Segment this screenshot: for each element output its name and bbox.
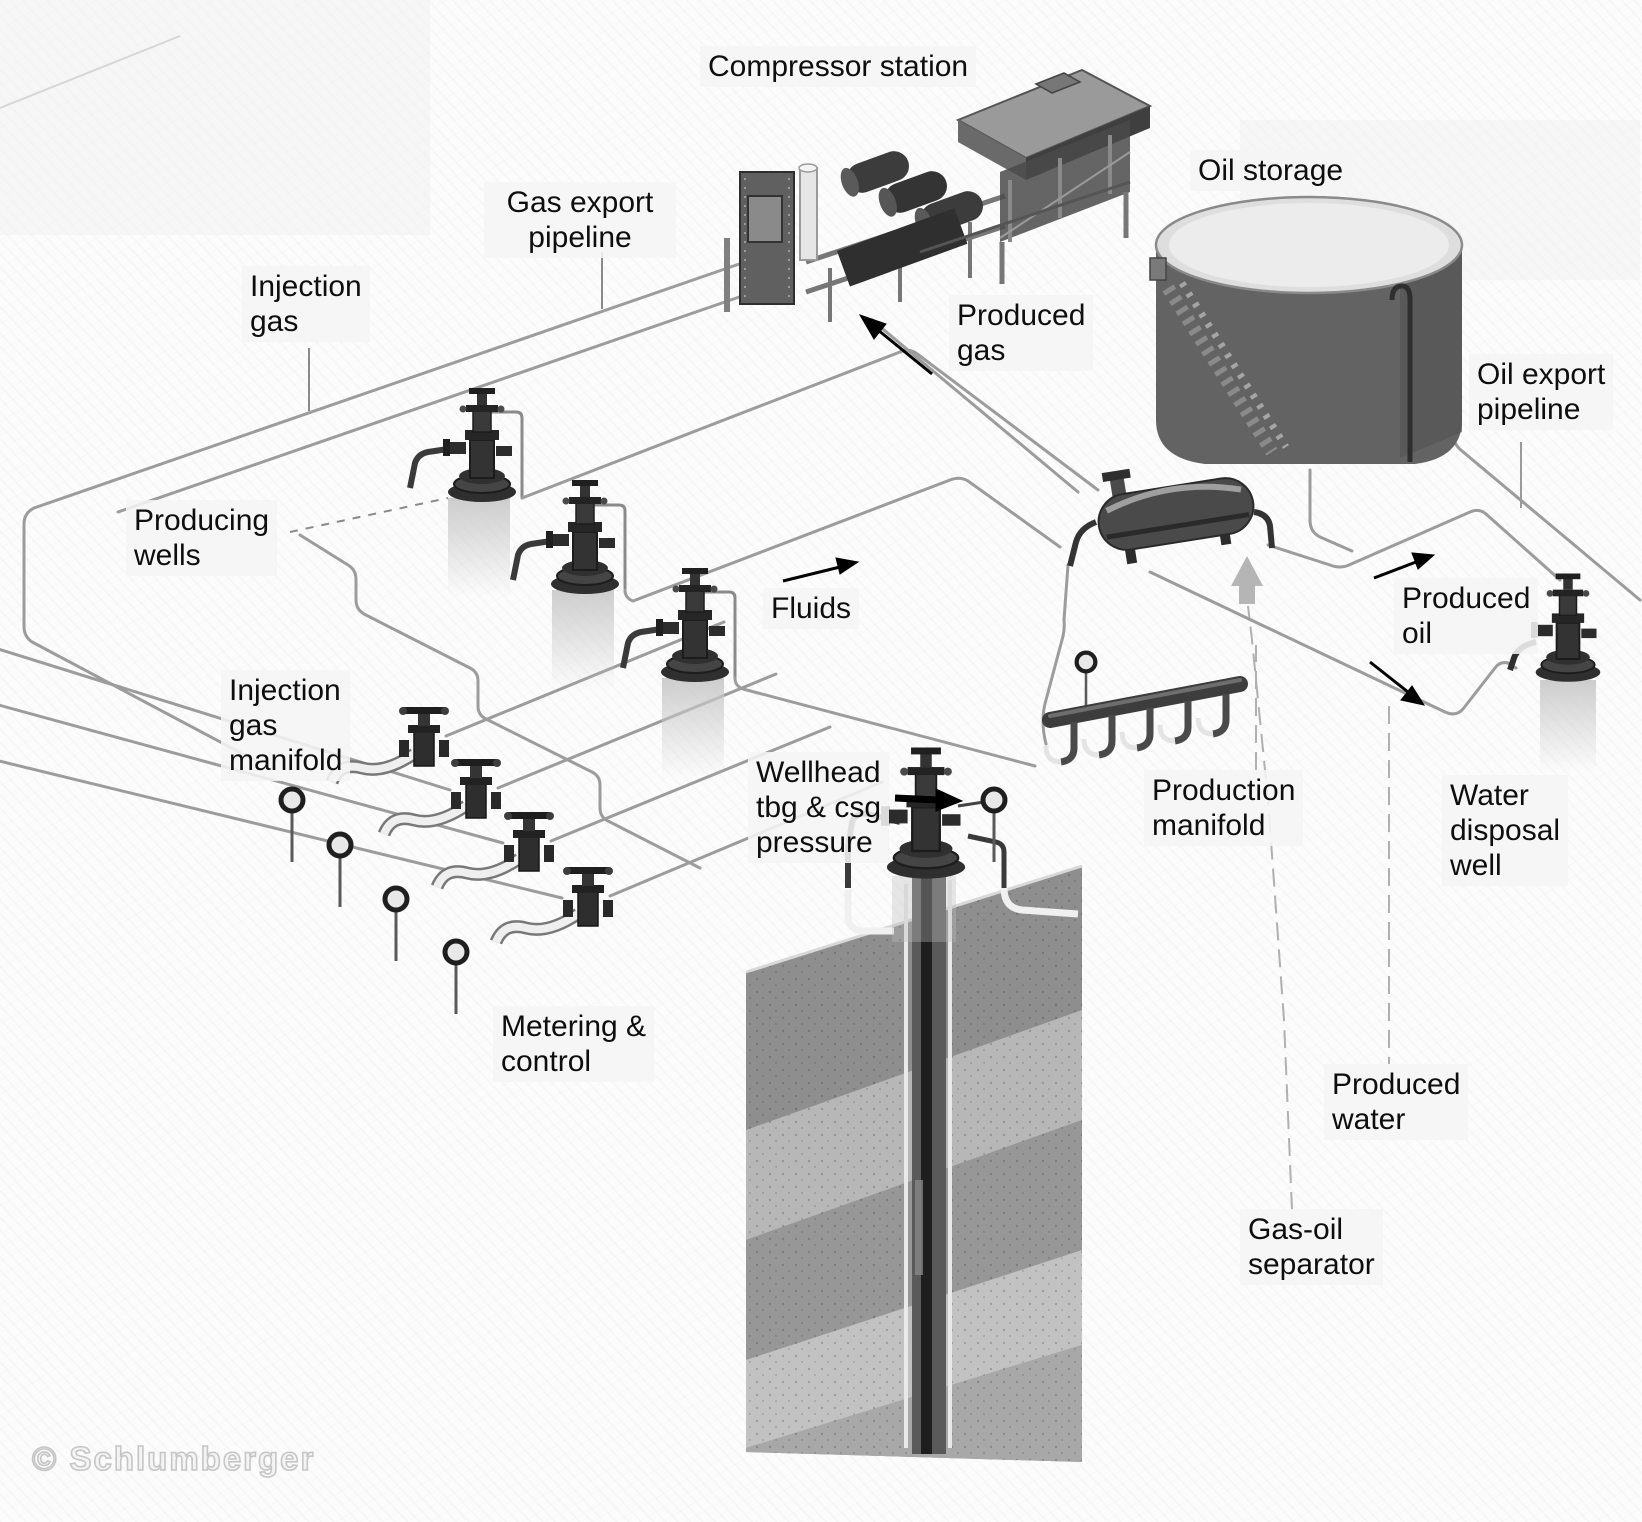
compressor-station-icon: [724, 68, 1153, 322]
schlumberger-watermark: © Schlumberger: [31, 1439, 316, 1478]
production-manifold-icon: [1042, 653, 1248, 766]
label-producing-wells: Producing wells: [126, 500, 278, 576]
produced-oil-arrow-icon: [1373, 552, 1436, 580]
background-patch: [0, 0, 430, 235]
oil-storage-tank-icon: [1149, 195, 1464, 464]
produced-water-pipe: [1148, 570, 1518, 716]
produced-oil-pipe: [1266, 508, 1562, 582]
label-compressor-station: Compressor station: [700, 46, 977, 87]
flow-arrows: [782, 314, 1436, 812]
wellhead-pressure-arrow-icon: [894, 788, 964, 812]
label-produced-gas: Produced gas: [949, 295, 1094, 371]
flowline-staircase: [298, 533, 702, 870]
label-metering-control: Metering & control: [493, 1006, 655, 1082]
label-produced-oil: Produced oil: [1394, 578, 1539, 654]
label-gas-export-pipeline: Gas export pipeline: [484, 182, 676, 258]
fluids-arrow-icon: [782, 557, 860, 583]
label-injection-gas: Injection gas: [242, 266, 370, 342]
gas-oil-separator-icon: [1067, 468, 1275, 604]
leader-lines: [289, 252, 1522, 1211]
oil-export-pipeline-pipe: [1450, 398, 1642, 602]
injection-gas-pipe: [116, 293, 747, 514]
produced-water-arrow-icon: [1369, 660, 1426, 706]
label-oil-storage: Oil storage: [1190, 150, 1352, 191]
wellhead-shadows: [448, 498, 1596, 942]
label-fluids: Fluids: [763, 588, 860, 629]
wellbore-cross-section-icon: [745, 852, 1083, 1462]
produced-gas-pipe: [870, 318, 1080, 494]
label-injection-gas-manifold: Injection gas manifold: [221, 670, 351, 781]
gas-export-pipeline-pipe: [22, 260, 747, 764]
label-wellhead-pressure: Wellhead tbg & csg pressure: [748, 752, 890, 863]
producing-wellhead-icon: [620, 567, 730, 683]
produced-gas-arrow-icon: [858, 314, 933, 376]
label-water-disposal-well: Water disposal well: [1442, 775, 1569, 886]
producing-wellhead-icon: [407, 387, 517, 503]
producing-wellhead-icon: [510, 479, 620, 595]
label-gas-oil-separator: Gas-oil separator: [1240, 1209, 1383, 1285]
fluids-trunk-lower: [733, 676, 1037, 768]
separator-pointer-arrow: [1231, 556, 1263, 604]
background-line: [0, 35, 181, 109]
label-production-manifold: Production manifold: [1144, 770, 1304, 846]
label-produced-water: Produced water: [1324, 1064, 1469, 1140]
label-oil-export-pipeline: Oil export pipeline: [1469, 354, 1614, 430]
fluids-trunk-upper: [623, 476, 1062, 603]
